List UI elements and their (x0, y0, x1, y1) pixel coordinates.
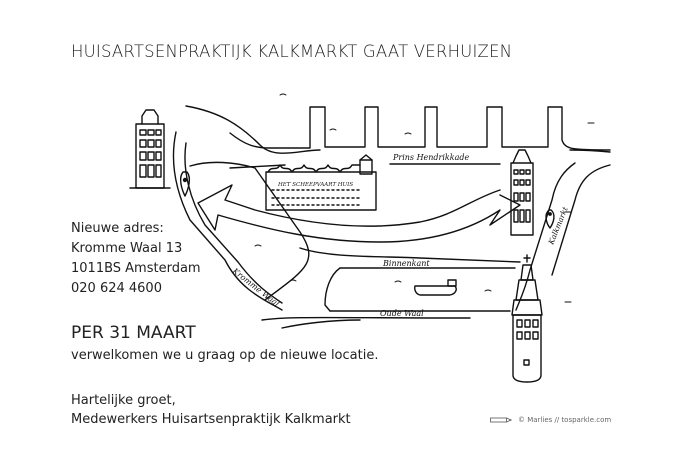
tower-icon (511, 254, 543, 383)
kalkmarkt-road-2 (551, 164, 611, 276)
scheepvaarthuis-building: HET SCHEEPVAART HUIS (265, 154, 377, 211)
location-pin-icon (545, 209, 555, 229)
prins-hendrikkade-line (389, 149, 611, 165)
binnenkant-line-top (299, 247, 521, 263)
street-label-kromme-waal: Kromme Waal (230, 266, 281, 309)
location-pin-icon (179, 171, 191, 197)
oude-waal-lower (281, 319, 361, 329)
address-street: Kromme Waal 13 (71, 241, 183, 256)
welcome-message: verwelkomen we u graag op de nieuwe loca… (71, 348, 379, 363)
boat-icon (414, 279, 457, 296)
canal-house-icon (129, 109, 171, 189)
left-road-2 (229, 164, 286, 169)
shore-curve (185, 105, 321, 154)
new-address-block: Nieuwe adres: Kromme Waal 13 1011BS Amst… (71, 219, 201, 299)
left-road (189, 161, 310, 301)
canal-house-right-icon (510, 149, 534, 236)
closing-greeting: Hartelijke groet, (71, 393, 176, 408)
page-title: HUISARTSENPRAKTIJK KALKMARKT GAAT VERHUI… (71, 42, 513, 61)
address-city: 1011BS Amsterdam (71, 261, 201, 276)
street-label-prins-hendrikkade: Prins Hendrikkade (392, 153, 470, 162)
move-date: PER 31 MAART (71, 323, 196, 343)
closing-signature: Medewerkers Huisartsenpraktijk Kalkmarkt (71, 412, 351, 427)
kromme-waal-road-outer (172, 131, 283, 311)
street-label-binnenkant: Binnenkant (382, 259, 430, 268)
kromme-waal-road-inner (184, 142, 283, 304)
water-waves (254, 93, 595, 303)
address-phone: 020 624 4600 (71, 281, 162, 296)
arrow-icon (197, 184, 521, 243)
credit-text: © Marlies // tosparkle.com (518, 416, 612, 424)
closing-block: Hartelijke groet, Medewerkers Huisartsen… (71, 391, 351, 429)
oude-waal-line-bottom (261, 316, 471, 321)
street-label-oude-waal: Oude Waal (380, 309, 424, 318)
pencil-icon (490, 417, 512, 423)
scheepvaarthuis-label: HET SCHEEPVAART HUIS (277, 182, 353, 188)
kalkmarkt-road (515, 162, 576, 311)
binnenkant-line-bottom (324, 267, 341, 312)
credit-line: © Marlies // tosparkle.com (490, 416, 611, 424)
address-label: Nieuwe adres: (71, 221, 164, 236)
pier-waterline (229, 106, 611, 151)
